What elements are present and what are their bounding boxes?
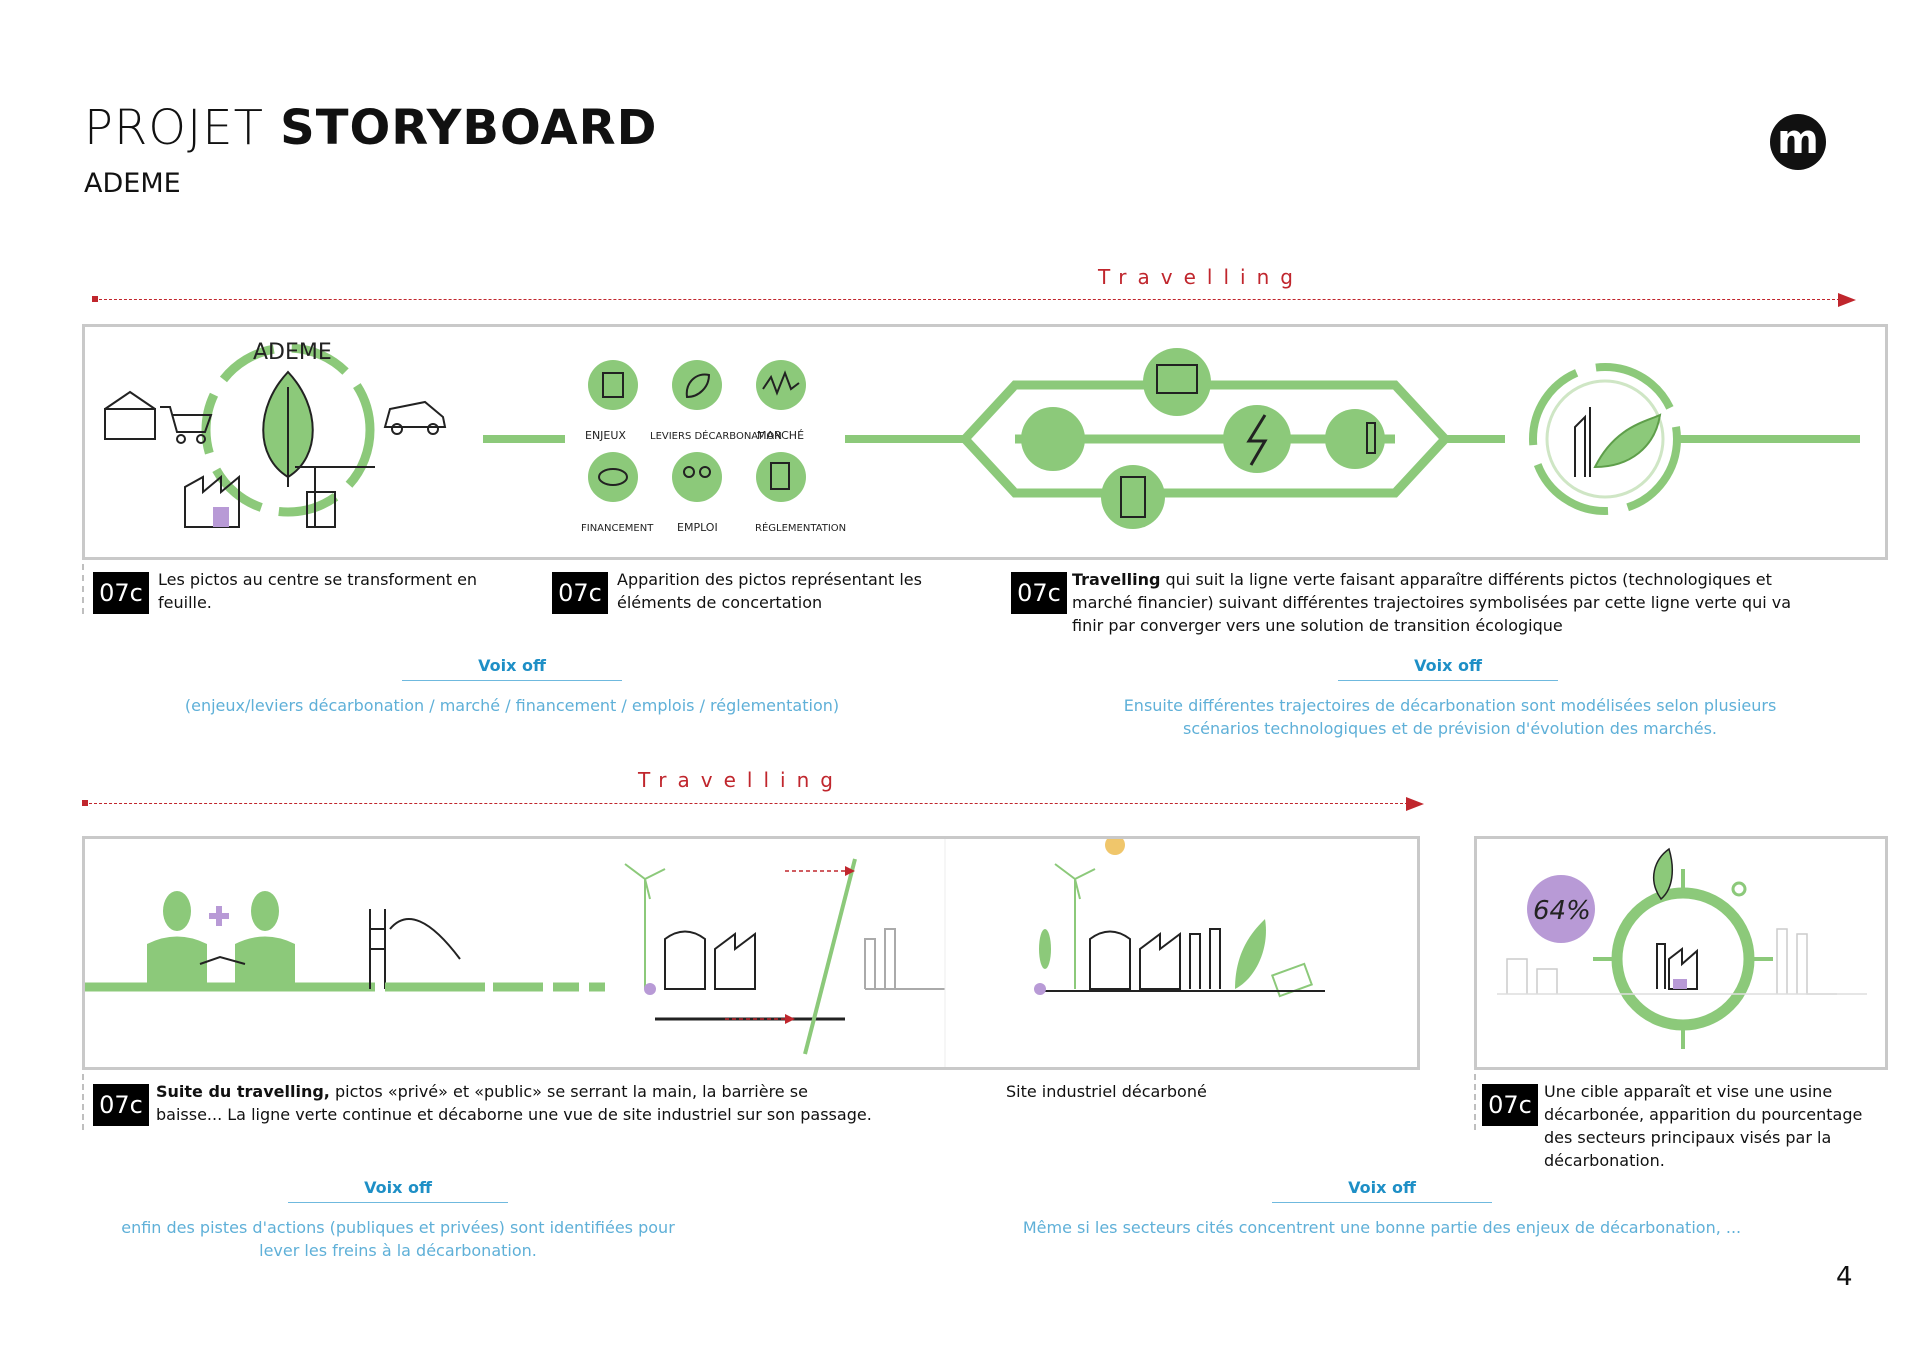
scene-caption-5: Site industriel décarboné bbox=[1006, 1082, 1207, 1101]
sun-icon bbox=[1105, 835, 1125, 855]
travelling-label-2: Travelling bbox=[638, 768, 844, 792]
leaf-icon bbox=[1652, 847, 1674, 901]
marche-label: MARCHÉ bbox=[757, 429, 804, 442]
leaf-icon bbox=[1235, 919, 1266, 989]
page-title: PROJET STORYBOARD bbox=[84, 100, 657, 156]
travelling-label-1: Travelling bbox=[1098, 265, 1304, 289]
panel-1-illustration: ADEME bbox=[104, 340, 1860, 534]
arrow-start-1 bbox=[92, 296, 98, 302]
voix-off-text-4: Même si les secteurs cités concentrent u… bbox=[1022, 1218, 1742, 1237]
target-scene: 64% bbox=[1497, 847, 1867, 1049]
financement-icon bbox=[588, 452, 638, 502]
ecological-solution-scene bbox=[1529, 363, 1681, 515]
page-number: 4 bbox=[1836, 1262, 1853, 1292]
panel-2-illustration bbox=[85, 835, 1325, 1067]
caption-bold: Suite du travelling, bbox=[156, 1082, 330, 1101]
caption-separator bbox=[82, 564, 84, 614]
arrowhead-2 bbox=[1406, 797, 1424, 811]
car-icon bbox=[383, 400, 447, 435]
leaf-icon bbox=[1593, 413, 1662, 469]
voix-off-underline-3 bbox=[288, 1202, 508, 1203]
scene-badge-4: 07c bbox=[93, 1084, 149, 1126]
solar-panel-icon bbox=[1143, 348, 1211, 416]
marche-icon bbox=[756, 360, 806, 410]
caption-text: pictos «privé» et «public» se serrant la… bbox=[156, 1082, 872, 1124]
handshake-scene bbox=[147, 891, 295, 984]
title-bold: STORYBOARD bbox=[280, 100, 658, 156]
storyboard-panel-2 bbox=[82, 835, 1420, 1070]
caption-separator bbox=[82, 1074, 84, 1130]
arrowhead-1 bbox=[1838, 293, 1856, 307]
decarbonized-site-scene bbox=[1034, 835, 1325, 998]
concertation-pictos-scene: ENJEUX LEVIERS DÉCARBONATION MARCHÉ FINA… bbox=[581, 360, 846, 534]
tree-icon bbox=[1039, 929, 1051, 969]
travelling-arrow-1 bbox=[94, 299, 1840, 300]
emploi-label: EMPLOI bbox=[677, 521, 718, 534]
caption-text: qui suit la ligne verte faisant apparaît… bbox=[1072, 570, 1792, 635]
page-subtitle: ADEME bbox=[84, 168, 181, 199]
scene-badge-3: 07c bbox=[1011, 572, 1067, 614]
enjeux-label: ENJEUX bbox=[585, 429, 626, 442]
voix-off-title-2: Voix off bbox=[1414, 656, 1482, 675]
voix-off-title-4: Voix off bbox=[1348, 1178, 1416, 1197]
panel-3-illustration: 64% bbox=[1497, 847, 1867, 1049]
industrial-site-scene bbox=[624, 858, 945, 1055]
voix-off-underline-4 bbox=[1272, 1202, 1492, 1203]
scene-caption-1: Les pictos au centre se transforment en … bbox=[158, 570, 478, 612]
voix-off-text-2: Ensuite différentes trajectoires de déca… bbox=[1123, 696, 1777, 738]
factory-icon bbox=[1656, 943, 1698, 990]
handshake-icon bbox=[199, 955, 246, 965]
scene-badge-6: 07c bbox=[1482, 1084, 1538, 1126]
crane-icon bbox=[295, 466, 375, 528]
public-person-icon bbox=[251, 891, 279, 931]
scene-badge-2: 07c bbox=[552, 572, 608, 614]
emploi-icon bbox=[672, 452, 722, 502]
enjeux-icon bbox=[588, 360, 638, 410]
battery-icon bbox=[1101, 465, 1165, 529]
private-person-icon bbox=[163, 891, 191, 931]
storyboard-panel-3: 64% bbox=[1474, 836, 1888, 1070]
scene-caption-2: Apparition des pictos représentant les é… bbox=[617, 570, 922, 612]
scene-caption-3: Travelling qui suit la ligne verte faisa… bbox=[1072, 568, 1792, 637]
percent-bubble bbox=[1527, 875, 1595, 943]
percent-label: 64% bbox=[1533, 896, 1591, 926]
voix-off-text-3: enfin des pistes d'actions (publiques et… bbox=[121, 1218, 675, 1260]
green-diagonal-line bbox=[803, 858, 857, 1055]
reglementation-label: RÉGLEMENTATION bbox=[755, 521, 846, 534]
brand-logo: m bbox=[1770, 114, 1826, 170]
ademe-cycle-scene: ADEME bbox=[104, 340, 447, 528]
leviers-label: LEVIERS DÉCARBONATION bbox=[650, 429, 782, 442]
travelling-arrow-2 bbox=[84, 803, 1408, 804]
scene-badge-1: 07c bbox=[93, 572, 149, 614]
lightning-icon bbox=[1223, 405, 1291, 473]
arrow-start-2 bbox=[82, 800, 88, 806]
storyboard-panel-1: ADEME bbox=[82, 324, 1888, 560]
barrier-icon bbox=[369, 909, 461, 989]
ademe-label: ADEME bbox=[253, 340, 332, 365]
reglementation-icon bbox=[756, 452, 806, 502]
voix-off-text-1: (enjeux/leviers décarbonation / marché /… bbox=[184, 696, 840, 715]
caption-bold: Travelling bbox=[1072, 570, 1161, 589]
voix-off-underline-1 bbox=[402, 680, 622, 681]
scene-caption-4: Suite du travelling, pictos «privé» et «… bbox=[156, 1080, 876, 1126]
title-light: PROJET bbox=[84, 100, 264, 156]
voix-off-title-1: Voix off bbox=[478, 656, 546, 675]
leaf-recycle-icon bbox=[1021, 407, 1085, 471]
factory-icon bbox=[1574, 407, 1591, 477]
caption-separator bbox=[1474, 1074, 1476, 1130]
financement-label: FINANCEMENT bbox=[581, 523, 654, 534]
shopping-cart-icon bbox=[104, 390, 213, 444]
factory-icon bbox=[184, 474, 240, 528]
voix-off-title-3: Voix off bbox=[364, 1178, 432, 1197]
voix-off-underline-2 bbox=[1338, 680, 1558, 681]
scene-caption-6: Une cible apparaît et vise une usine déc… bbox=[1544, 1082, 1863, 1170]
trajectories-scene bbox=[958, 348, 1452, 529]
leviers-icon bbox=[672, 360, 722, 410]
